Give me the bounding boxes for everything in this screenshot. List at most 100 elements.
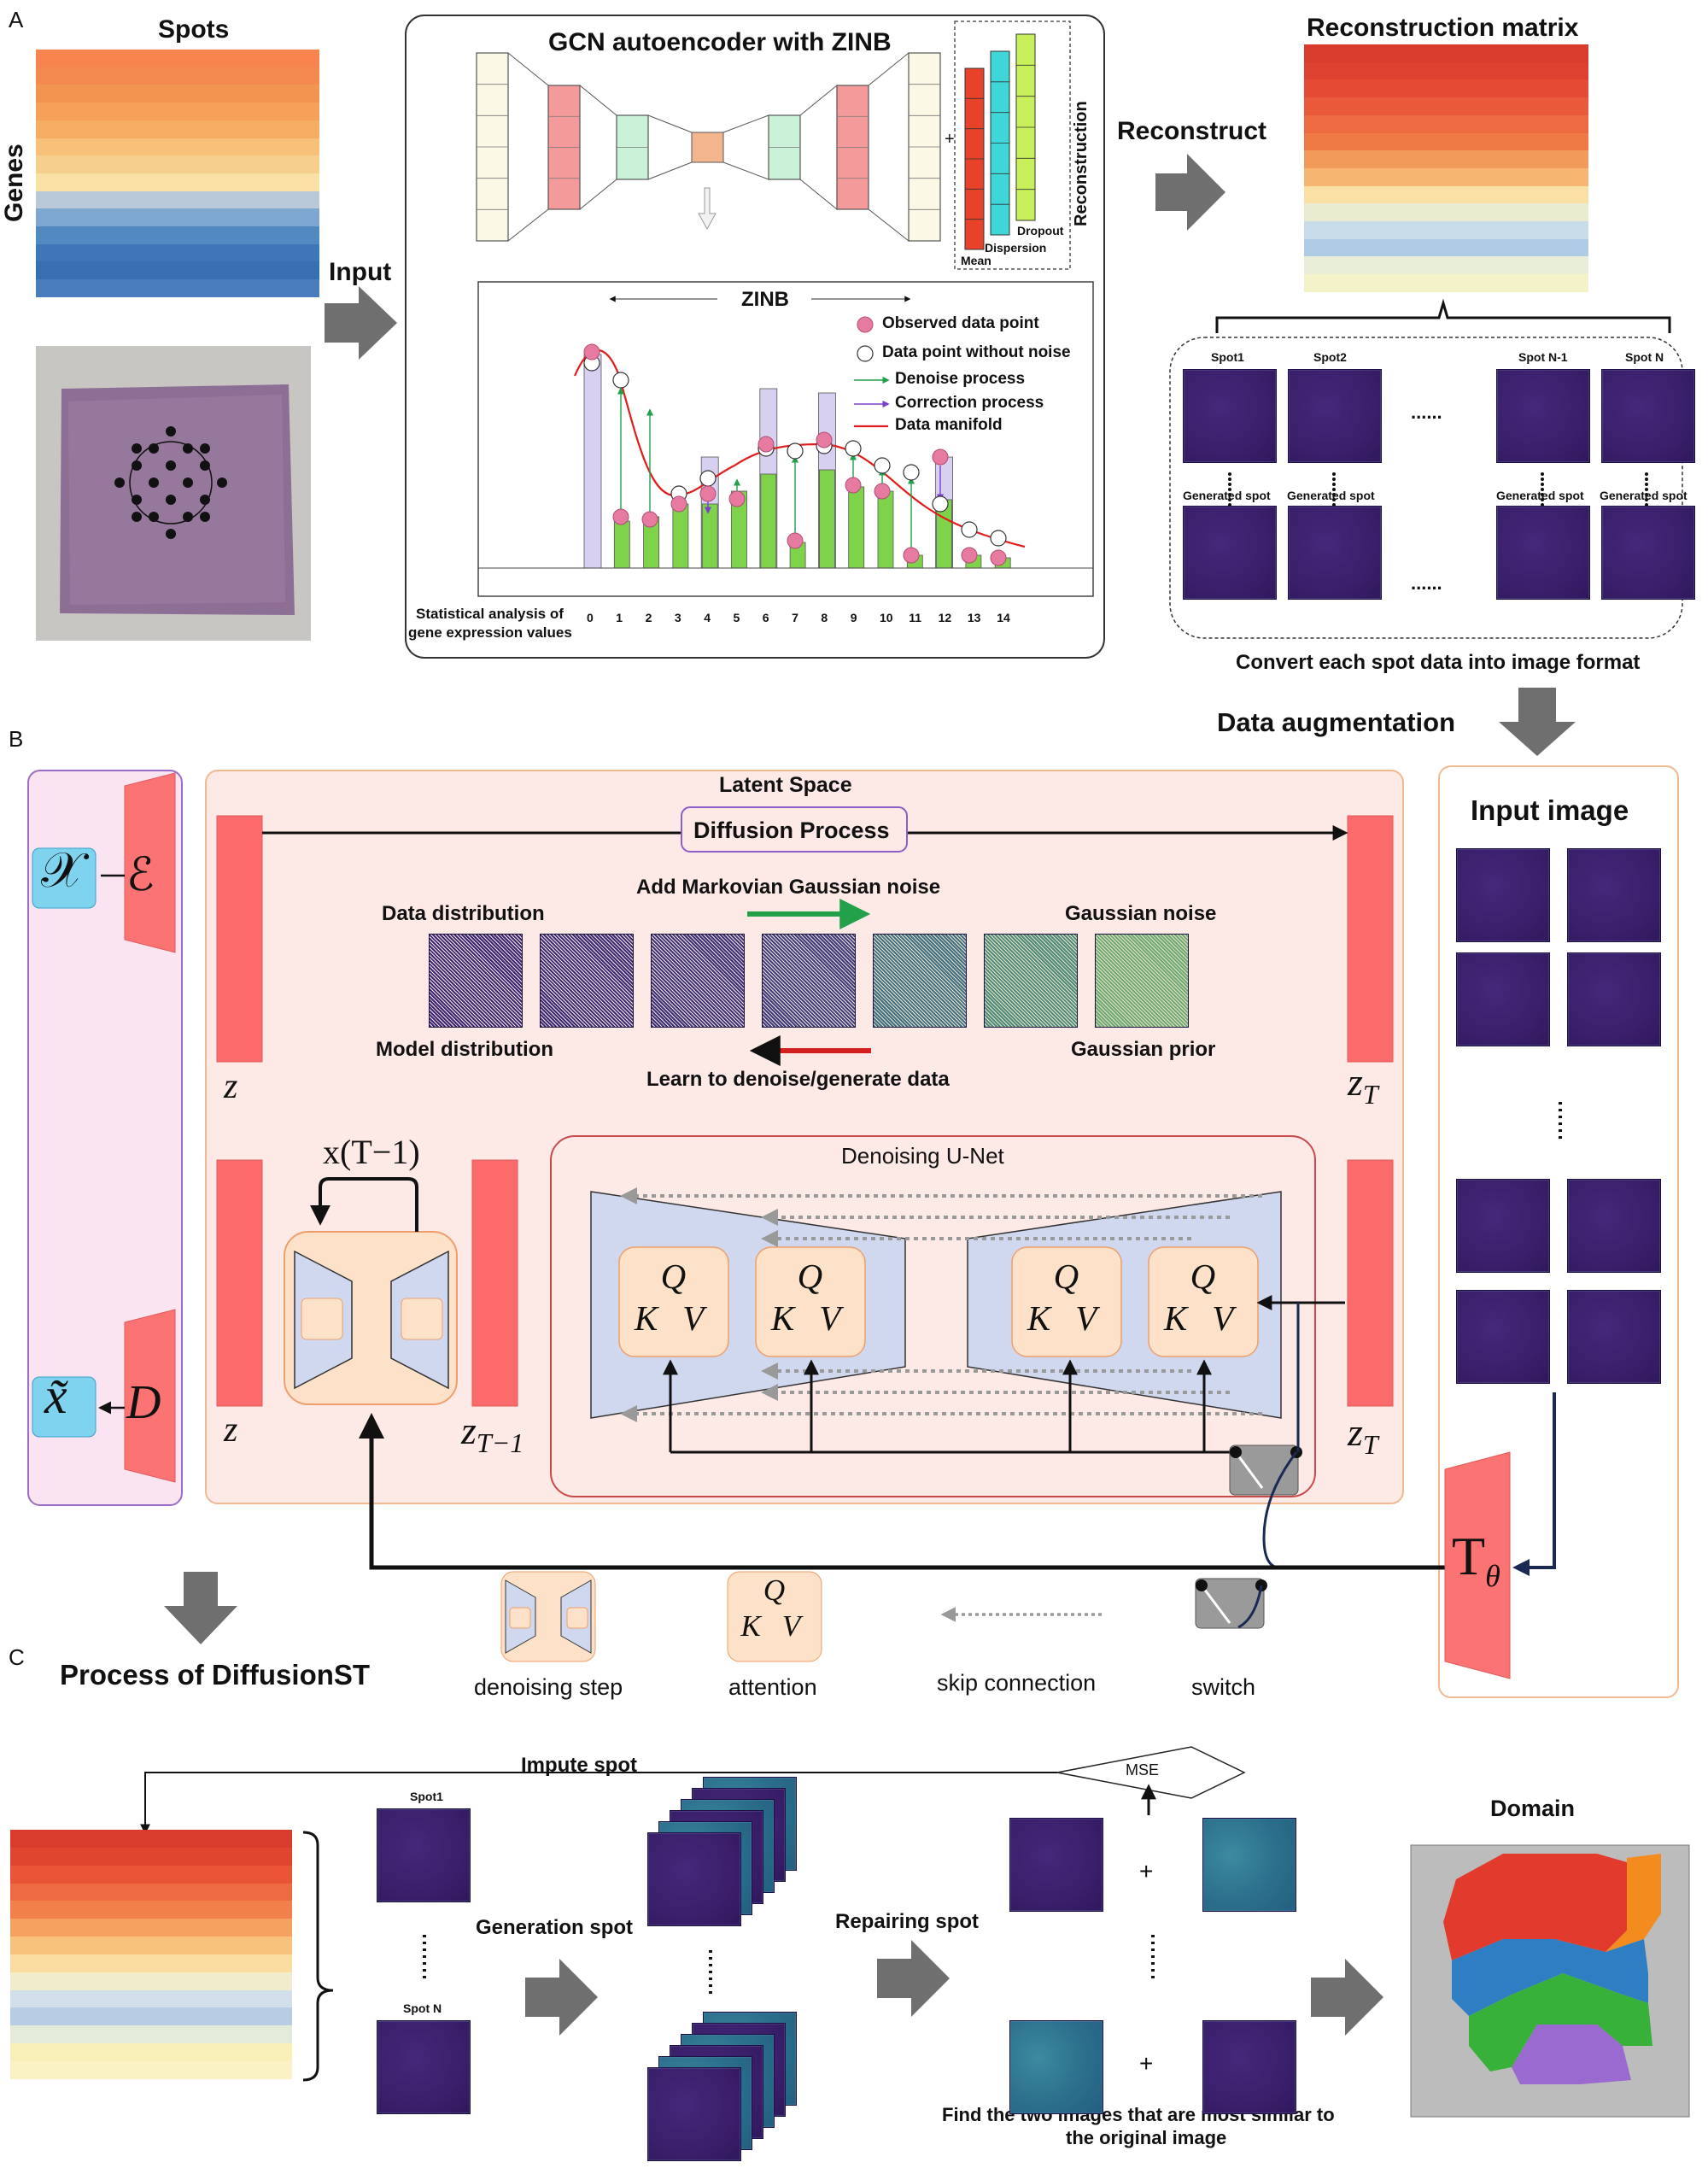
matrix-brace [302,1831,334,2082]
c-vertical-dots-2 [709,1950,712,1997]
legend-observed: Observed data point [882,314,1039,332]
legend-without-noise: Data point without noise [882,343,1071,361]
spot-tile [1288,506,1382,600]
gaussian-noise-label: Gaussian noise [1065,902,1217,925]
k-label: K [634,1298,658,1338]
c-vertical-dots-1 [423,1935,426,1982]
input-tile [1567,848,1661,942]
repair-tile-1 [1009,1818,1103,1912]
ttheta-label: Tθ [1452,1525,1500,1594]
gaussian-prior-label: Gaussian prior [1071,1038,1216,1061]
spot-tile [1601,369,1695,463]
k-label: K [1163,1298,1188,1338]
v-label: V [682,1298,705,1338]
heatmap-row [36,138,319,156]
spot-tile [1183,369,1277,463]
domain-red [1443,1854,1627,1960]
zinb-title: ZINB [741,288,789,311]
heatmap-row [10,1989,292,2008]
heatmap-row [10,1972,292,1990]
heatmap-row [1304,167,1588,186]
spot-tile [1496,506,1590,600]
heatmap-row [1304,221,1588,239]
input-tile [1456,1179,1550,1273]
v-label: V [819,1298,841,1338]
gcn-box [405,15,1105,659]
domain-orange [1606,1854,1661,1952]
x-tick-label: 0 [587,611,594,624]
generation-spot-label: Generation spot [476,1916,634,1939]
x-tick-label: 14 [997,611,1010,624]
x-symbol: 𝒳 [41,842,84,898]
xtilde-symbol: x̃ [44,1368,67,1424]
x-tick-label: 9 [850,611,857,624]
heatmap-row [1304,79,1588,98]
legend-denoising-label: denoising step [474,1674,623,1700]
augmentation-arrow [1499,688,1576,756]
panel-letter-a: A [9,7,24,32]
reconstruction-label: Reconstruction [1072,101,1091,226]
heatmap-row [10,2043,292,2061]
q-label: Q [763,1573,786,1607]
noise-tile [984,934,1078,1028]
input-tile [1456,848,1550,942]
spot-tile [1183,506,1277,600]
heatmap-row [36,103,319,120]
domain-map [1410,1844,1690,2118]
neighbor-spots [114,426,227,539]
zt1-z: z [461,1409,477,1452]
heatmap-row [10,2025,292,2044]
plus-sign: + [945,130,955,149]
spot-label-n1: Spot N-1 [1518,350,1568,364]
unet-switch [1229,1444,1299,1496]
zt-top-label: zT [1348,1059,1378,1110]
k-label: K [740,1609,761,1643]
q-label: Q [1190,1257,1216,1296]
heatmap-row [1304,274,1588,292]
heatmap-row [1304,185,1588,204]
spot-label-2: Spot2 [1313,350,1347,364]
noise-tile [762,934,856,1028]
heatmap-row [36,120,319,138]
heatmap-row [10,1954,292,1972]
k-label: K [1027,1298,1051,1338]
heatmap-row [1304,203,1588,222]
add-noise-label: Add Markovian Gaussian noise [636,876,941,899]
repairing-arrow [877,1940,950,2017]
heatmap-row [36,190,319,209]
tissue-section [60,384,295,615]
process-label: Process of DiffusionST [60,1659,371,1691]
spot-label-1: Spot1 [1211,350,1244,364]
stat-label-1: Statistical analysis of [416,606,564,622]
legend-denoising-box [500,1571,596,1662]
tissue-background [36,346,311,641]
spot-label-n: Spot N [1625,350,1664,364]
domain-purple [1512,2025,1631,2084]
input-tile [1567,1179,1661,1273]
legend-attention-label: attention [728,1674,817,1700]
unet-decoder-shape [967,1191,1282,1419]
legend-denoise: Denoise process [895,370,1026,388]
zt-top-z: z [1348,1060,1363,1104]
impute-arrow [140,1772,1057,1835]
convert-label: Convert each spot data into image format [1236,651,1641,674]
generation-arrow [525,1959,598,2036]
heatmap-row [10,1901,292,1919]
repairing-spot-label: Repairing spot [835,1910,980,1933]
neighborhood-circle [129,441,213,524]
z-block-bottom [216,1159,263,1407]
x-tick-label: 13 [967,611,981,624]
q-label: Q [797,1257,823,1296]
heatmap-row [1304,62,1588,80]
mse-label: MSE [1126,1761,1160,1778]
x-tick-label: 5 [733,611,740,624]
dispersion-label: Dispersion [985,241,1047,255]
heatmap-row [10,2007,292,2026]
recon-brace [1215,298,1671,333]
x-tick-label: 12 [938,611,952,624]
heatmap-row [1304,114,1588,133]
d-symbol: D [126,1376,161,1429]
heatmap-row [10,1937,292,1954]
z-top-label: z [224,1067,238,1106]
augmentation-label: Data augmentation [1217,707,1456,737]
